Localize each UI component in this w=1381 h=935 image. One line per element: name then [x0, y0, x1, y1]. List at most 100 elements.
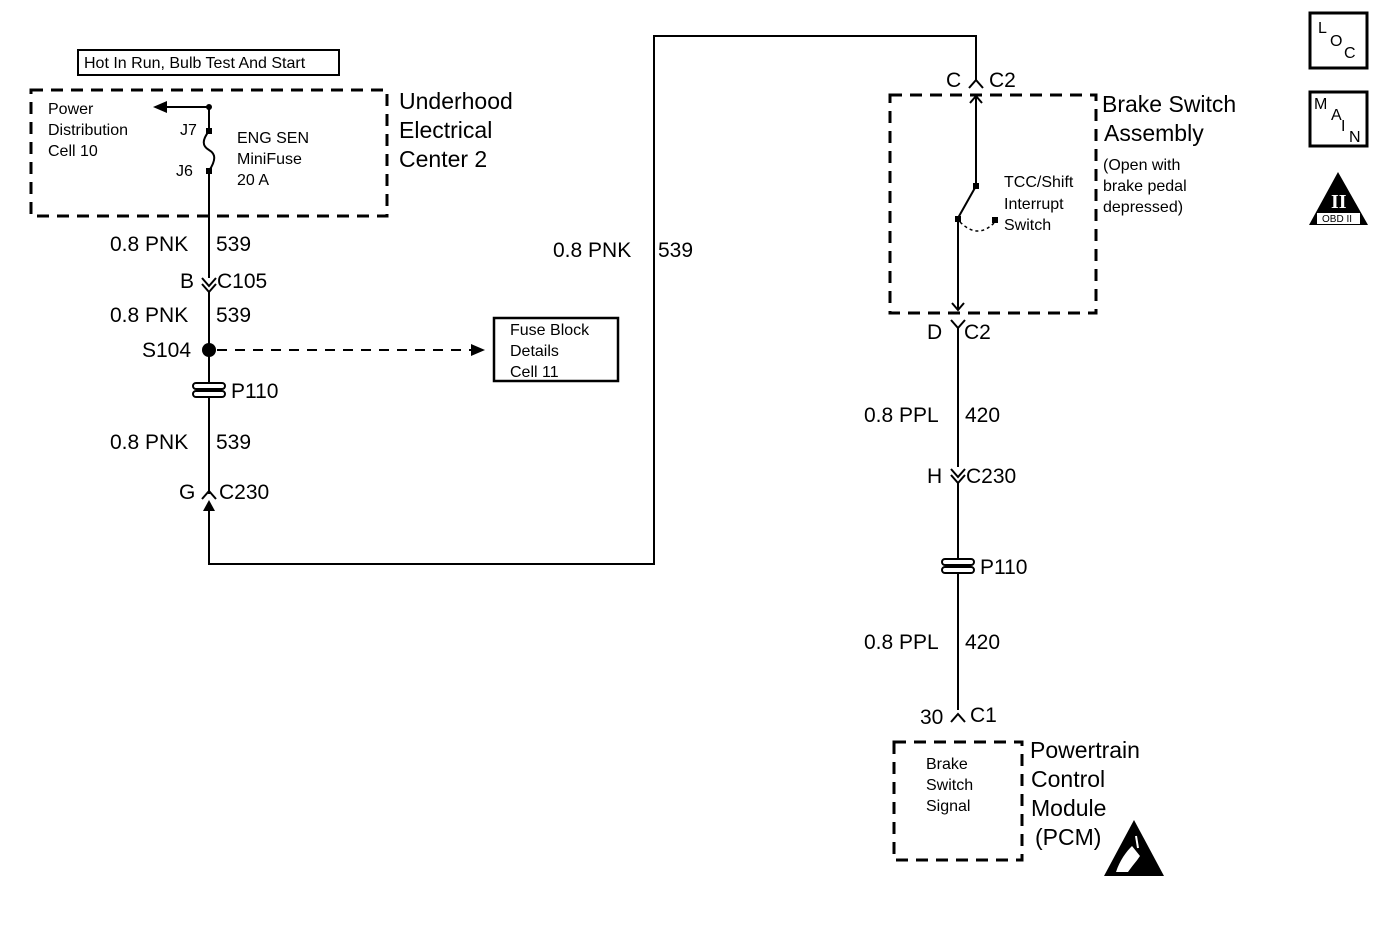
pcm-signal-line: Brake	[926, 756, 968, 773]
c230-right-connector-icon	[950, 468, 966, 479]
switch-label-line: Switch	[1004, 217, 1051, 234]
fuse-label-line: 20 A	[237, 172, 269, 189]
c1-connector: C1	[970, 704, 997, 727]
c105-connector: C105	[217, 270, 267, 293]
middle-wire-gauge: 0.8 PNK	[553, 239, 631, 262]
power-distribution-ref[interactable]: Power Distribution Cell 10	[48, 101, 128, 160]
loc-icon-letter: C	[1344, 45, 1356, 62]
brake-switch-note-line: brake pedal	[1103, 178, 1187, 195]
left-to-brake-wire	[208, 35, 977, 565]
main-icon-letter: A	[1331, 107, 1342, 124]
c2-bottom-connector-icon	[950, 319, 966, 330]
pcm-signal-line: Switch	[926, 777, 973, 794]
underhood-title-line: Center 2	[399, 146, 487, 172]
underhood-title-line: Electrical	[399, 117, 492, 143]
right-wire-seg1-gauge: 0.8 PPL	[864, 404, 939, 427]
pcm-title-line: Module	[1031, 795, 1106, 821]
switch-label: TCC/Shift Interrupt Switch	[1004, 174, 1074, 234]
power-ref-line: Cell 10	[48, 143, 98, 160]
brake-switch-note-line: (Open with	[1103, 157, 1180, 174]
left-wire-seg3-gauge: 0.8 PNK	[110, 431, 188, 454]
main-icon-letter: M	[1314, 96, 1327, 113]
power-ref-line: Power	[48, 101, 94, 118]
underhood-center-title: Underhood Electrical Center 2	[399, 88, 513, 172]
fuse-label-line: MiniFuse	[237, 151, 302, 168]
right-wire-seg2-gauge: 0.8 PPL	[864, 631, 939, 654]
power-ref-line: Distribution	[48, 122, 128, 139]
c2-top-connector: C2	[989, 69, 1016, 92]
left-wire-seg2-gauge: 0.8 PNK	[110, 304, 188, 327]
esd-warning-icon	[1104, 820, 1164, 876]
fuse-block-ref-line: Details	[510, 343, 559, 360]
header-label: Hot In Run, Bulb Test And Start	[84, 55, 306, 72]
c2-bottom-inner-arrow-icon	[951, 302, 965, 312]
middle-wire-circuit: 539	[658, 239, 693, 262]
c2-top-connector-icon	[968, 78, 984, 89]
left-wire-seg1-gauge: 0.8 PNK	[110, 233, 188, 256]
brake-switch-note-line: depressed)	[1103, 199, 1183, 216]
fuse-pin-bottom: J6	[176, 163, 193, 180]
brake-switch-title: Brake Switch Assembly	[1102, 91, 1236, 146]
p110-passthrough-icon	[192, 382, 226, 398]
brake-switch-title-line: Assembly	[1104, 120, 1204, 146]
fuse-block-ref-arrow-icon	[471, 344, 485, 356]
fuse-block-ref[interactable]: Fuse Block Details Cell 11	[492, 316, 620, 383]
c1-pin: 30	[920, 706, 943, 729]
pcm-title-line: Powertrain	[1030, 737, 1140, 763]
underhood-title-line: Underhood	[399, 88, 513, 114]
fuse-label: ENG SEN MiniFuse 20 A	[237, 130, 309, 189]
switch-mechanical-link	[959, 221, 996, 232]
c2-bottom-connector: C2	[964, 321, 991, 344]
pcm-title-line: (PCM)	[1035, 824, 1101, 850]
c105-connector-icon	[201, 277, 217, 288]
left-wire-seg1-circuit: 539	[216, 233, 251, 256]
switch-blade-icon	[957, 185, 977, 219]
c1-connector-icon	[950, 712, 966, 723]
brake-switch-assembly-outline	[888, 93, 1098, 315]
right-wire-seg1-circuit: 420	[965, 404, 1000, 427]
loc-icon[interactable]: L O C	[1308, 11, 1369, 70]
fuse-block-ref-line: Fuse Block	[510, 322, 590, 339]
power-ref-arrow-icon	[153, 101, 167, 113]
left-wire-seg3-circuit: 539	[216, 431, 251, 454]
minifuse-icon	[202, 130, 216, 172]
p110-left-label: P110	[231, 380, 279, 403]
main-icon-letter: N	[1349, 129, 1361, 146]
loc-icon-letter: O	[1330, 33, 1342, 50]
pcm-outline	[892, 740, 1024, 862]
fuse-pin-top: J7	[180, 122, 197, 139]
main-icon-letter: I	[1341, 118, 1345, 135]
obd-ii-icon[interactable]: OBD II II	[1309, 172, 1368, 225]
c230-left-pin: G	[179, 481, 195, 504]
right-wire-seg2-circuit: 420	[965, 631, 1000, 654]
c2-bottom-pin: D	[927, 321, 942, 344]
pcm-title: Powertrain Control Module (PCM)	[1030, 737, 1140, 850]
c230-left-arrow-icon	[203, 500, 215, 511]
c2-top-pin: C	[946, 69, 961, 92]
c230-right-pin: H	[927, 465, 942, 488]
brake-switch-note: (Open with brake pedal depressed)	[1103, 157, 1187, 216]
p110-right-passthrough-icon	[941, 558, 975, 574]
obd-ii-symbol: II	[1331, 191, 1347, 213]
pcm-signal-line: Signal	[926, 798, 970, 815]
c230-left-connector: C230	[219, 481, 269, 504]
main-icon[interactable]: M A I N	[1308, 90, 1369, 148]
switch-label-line: TCC/Shift	[1004, 174, 1074, 191]
obd-ii-label: OBD II	[1322, 214, 1352, 225]
left-wire-seg2-circuit: 539	[216, 304, 251, 327]
pcm-signal-label: Brake Switch Signal	[926, 756, 973, 815]
p110-right-label: P110	[980, 556, 1028, 579]
splice-s104-icon	[202, 343, 216, 357]
c230-left-connector-icon	[201, 489, 217, 500]
switch-alt-contact	[992, 217, 998, 223]
switch-label-line: Interrupt	[1004, 196, 1064, 213]
fuse-block-ref-line: Cell 11	[510, 364, 559, 381]
brake-switch-title-line: Brake Switch	[1102, 91, 1236, 117]
pcm-title-line: Control	[1031, 766, 1105, 792]
c105-pin: B	[180, 270, 194, 293]
header-label-box: Hot In Run, Bulb Test And Start	[77, 49, 340, 76]
fuse-label-line: ENG SEN	[237, 130, 309, 147]
splice-s104-label: S104	[142, 339, 191, 362]
c230-right-connector: C230	[966, 465, 1016, 488]
